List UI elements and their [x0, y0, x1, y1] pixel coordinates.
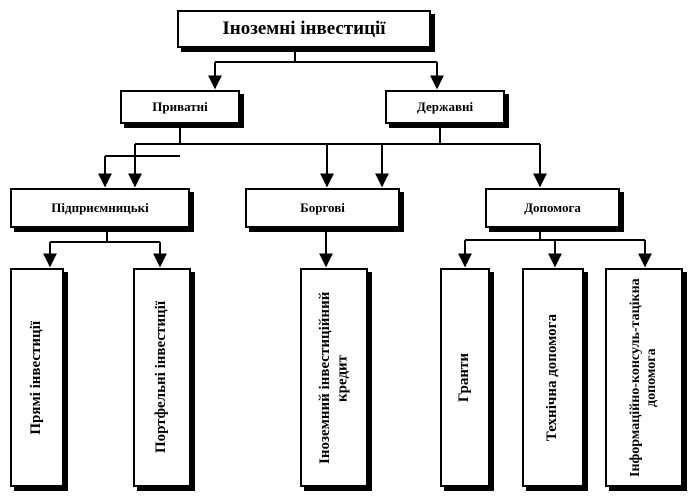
node-debt-label: Боргові [300, 200, 345, 215]
leaf-portfolio-investment: Портфельні інвестиції [133, 268, 191, 487]
leaf-foreign-credit: Іноземний інвестиційний кредит [300, 268, 368, 487]
leaf-technical-aid: Технічна допомога [522, 268, 584, 487]
node-aid-label: Допомога [524, 200, 581, 215]
leaf-direct-investment-label: Прямі інвестиції [28, 320, 45, 435]
leaf-foreign-credit-label: Іноземний інвестиційний кредит [316, 291, 350, 464]
node-aid: Допомога [485, 188, 620, 228]
node-private-label: Приватні [152, 99, 208, 114]
node-private: Приватні [120, 90, 240, 124]
node-state: Державні [385, 90, 505, 124]
node-entrepreneurial-label: Підприємницькі [51, 200, 149, 215]
leaf-info-consulting-aid-label: Інформаційно-консуль-тацікна допомога [627, 278, 659, 477]
root-label: Іноземні інвестиції [222, 18, 386, 39]
root-node: Іноземні інвестиції [177, 10, 431, 48]
node-entrepreneurial: Підприємницькі [10, 188, 190, 228]
node-debt: Боргові [245, 188, 400, 228]
leaf-grants: Гранти [440, 268, 490, 487]
leaf-info-consulting-aid: Інформаційно-консуль-тацікна допомога [605, 268, 683, 487]
node-state-label: Державні [416, 99, 474, 114]
leaf-direct-investment: Прямі інвестиції [10, 268, 64, 487]
leaf-technical-aid-label: Технічна допомога [544, 313, 561, 442]
leaf-portfolio-investment-label: Портфельні інвестиції [153, 301, 170, 454]
leaf-grants-label: Гранти [456, 352, 473, 403]
